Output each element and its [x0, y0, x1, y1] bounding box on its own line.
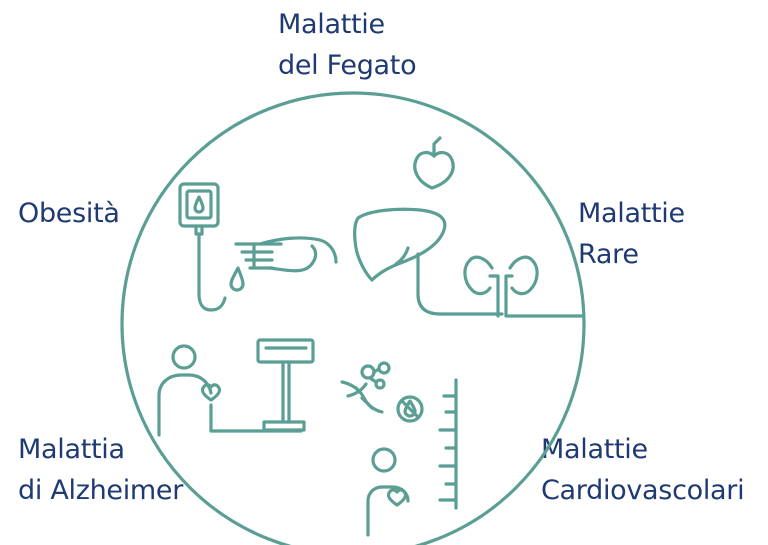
kidneys-icon	[463, 255, 584, 318]
label-line: Malattie	[541, 434, 648, 465]
label-line: Malattia	[18, 434, 125, 465]
main-circle	[120, 91, 586, 545]
person-with-heart-icon	[366, 447, 410, 537]
blood-test-machine-icon	[178, 182, 227, 312]
label-line: Obesità	[18, 198, 120, 229]
molecule-icon	[360, 361, 391, 390]
heart-icon	[413, 136, 455, 190]
label-rare-diseases: Malattie Rare	[578, 193, 685, 275]
label-alzheimer: Malattia di Alzheimer	[18, 429, 183, 511]
no-drop-icon	[396, 395, 424, 423]
label-line: Cardiovascolari	[541, 475, 745, 506]
measuring-ruler-icon	[438, 378, 458, 510]
label-line: Malattie	[578, 198, 685, 229]
scale-icon	[256, 338, 315, 432]
label-line: del Fegato	[278, 50, 417, 81]
label-liver-diseases: Malattie del Fegato	[278, 4, 417, 86]
label-obesity: Obesità	[18, 193, 120, 234]
label-cardiovascular: Malattie Cardiovascolari	[541, 429, 745, 511]
dna-icon	[340, 380, 384, 414]
label-line: Rare	[578, 239, 639, 270]
blood-drop-icon	[229, 266, 245, 292]
pointing-hand-icon	[234, 236, 338, 273]
label-line: Malattie	[278, 9, 385, 40]
label-line: di Alzheimer	[18, 475, 184, 506]
liver-icon	[353, 207, 504, 316]
